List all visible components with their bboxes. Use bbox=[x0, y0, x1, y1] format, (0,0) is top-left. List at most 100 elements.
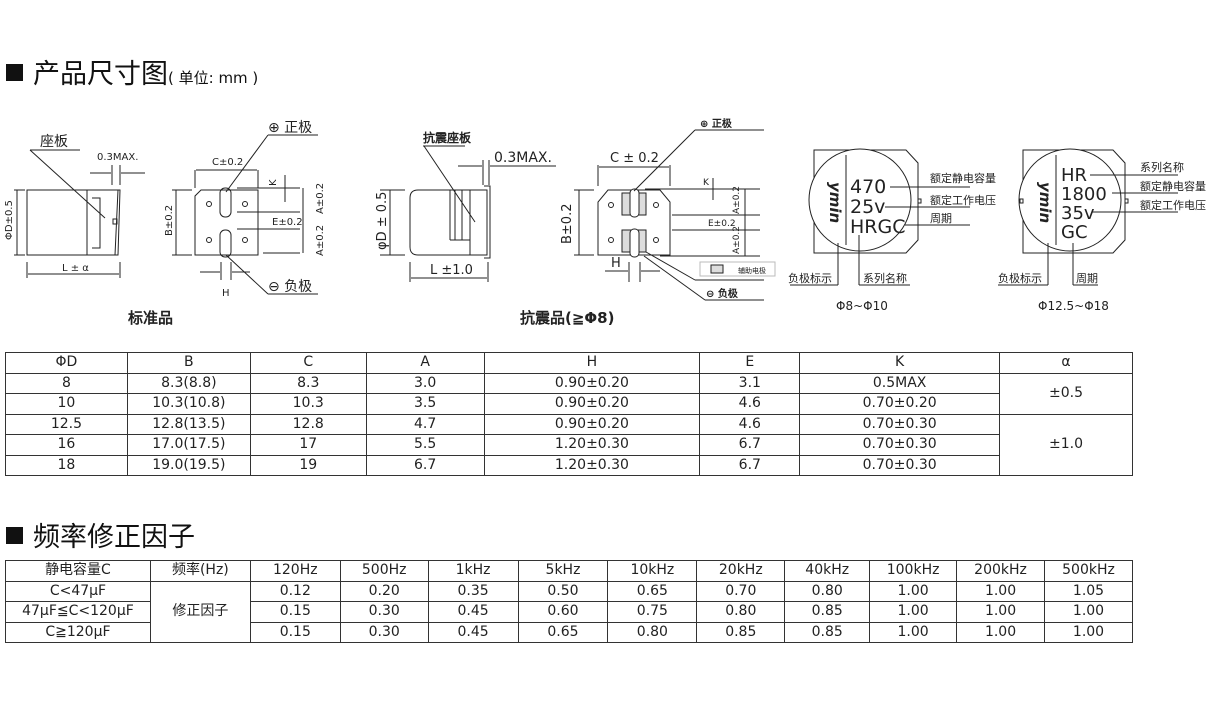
section-title-frequency: 频率修正因子 bbox=[6, 515, 195, 554]
factor-cell: 0.85 bbox=[784, 621, 871, 643]
standard-caption: 标准品 bbox=[127, 309, 173, 327]
factor-cell: 0.20 bbox=[339, 580, 429, 602]
label-series: 系列名称 bbox=[1140, 160, 1184, 174]
ymin-logo: ymin bbox=[826, 182, 844, 223]
factor-cell: 0.65 bbox=[517, 621, 609, 643]
column-header: 20kHz bbox=[696, 560, 786, 582]
factor-cell: 0.12 bbox=[249, 580, 341, 602]
k-label: K bbox=[268, 179, 279, 186]
label-negative-mark: 负极标示 bbox=[788, 271, 832, 285]
table-cell: 17 bbox=[249, 434, 367, 456]
label-capacitance: 额定静电容量 bbox=[1140, 179, 1206, 193]
section-title-dimensions: 产品尺寸图( 单位: mm ) bbox=[6, 52, 258, 91]
factor-cell: 1.00 bbox=[1043, 621, 1134, 643]
length-label: L ± α bbox=[62, 263, 89, 274]
alpha-cell: ±1.0 bbox=[999, 413, 1133, 476]
column-header: C bbox=[249, 352, 367, 374]
label-capacitance: 额定静电容量 bbox=[930, 171, 996, 185]
antivibration-c-label: C ± 0.2 bbox=[610, 151, 659, 166]
factor-cell: 0.85 bbox=[784, 601, 871, 623]
table-cell: 6.7 bbox=[365, 454, 485, 476]
label-series: 系列名称 bbox=[863, 271, 907, 285]
table-cell: 0.70±0.30 bbox=[799, 434, 1001, 456]
column-header: 5kHz bbox=[517, 560, 609, 582]
factor-cell: 0.45 bbox=[427, 601, 519, 623]
table-cell: 0.70±0.30 bbox=[799, 454, 1001, 476]
a-label-bottom: A±0.2 bbox=[315, 225, 326, 256]
factor-cell: 0.30 bbox=[339, 621, 429, 643]
capacitance-cell: C≧120μF bbox=[5, 621, 151, 643]
table-cell: 0.70±0.30 bbox=[799, 413, 1001, 435]
factor-cell: 1.00 bbox=[869, 601, 958, 623]
table-cell: 8 bbox=[5, 372, 128, 394]
factor-cell: 0.80 bbox=[607, 621, 698, 643]
table-cell: 18 bbox=[5, 454, 128, 476]
table-cell: 19 bbox=[249, 454, 367, 476]
h-label: H bbox=[222, 288, 230, 299]
table-cell: 16 bbox=[5, 434, 128, 456]
table-cell: 1.20±0.30 bbox=[483, 434, 701, 456]
factor-cell: 0.30 bbox=[339, 601, 429, 623]
marking-period: GC bbox=[1061, 222, 1088, 243]
column-header: α bbox=[999, 352, 1133, 374]
label-period: 周期 bbox=[1076, 272, 1098, 285]
marking-large-caption: Φ12.5~Φ18 bbox=[1038, 299, 1109, 313]
standard-front-view: C±0.2 B±0.2 A±0.2 A±0.2 E±0.2 K H ⊕ 正极 ⊖… bbox=[127, 120, 326, 327]
antivibration-a-label-bottom: A±0.2 bbox=[732, 226, 742, 254]
seat-label: 座板 bbox=[40, 134, 68, 150]
antivibration-caption: 抗震品(≧Φ8) bbox=[520, 309, 614, 327]
antivibration-e-label: E±0.2 bbox=[708, 219, 736, 229]
antivibration-diameter-label: φD ± 0.5 bbox=[375, 192, 390, 250]
table-cell: 5.5 bbox=[365, 434, 485, 456]
factor-cell: 0.80 bbox=[696, 601, 786, 623]
factor-cell: 0.80 bbox=[784, 580, 871, 602]
capacitance-cell: C<47μF bbox=[5, 580, 151, 602]
table-cell: 4.6 bbox=[699, 393, 801, 415]
table-cell: 3.0 bbox=[365, 372, 485, 394]
marking-series: HR bbox=[1061, 165, 1087, 186]
capacitance-cell: 47μF≦C<120μF bbox=[5, 601, 151, 623]
table-cell: 10.3 bbox=[249, 393, 367, 415]
factor-cell: 0.75 bbox=[607, 601, 698, 623]
table-cell: 10 bbox=[5, 393, 128, 415]
antivibration-side-view: 抗震座板 0.3MAX. φD ± 0.5 L ±1.0 bbox=[375, 130, 556, 282]
antivibration-k-label: K bbox=[703, 178, 710, 188]
column-header: 10kHz bbox=[607, 560, 698, 582]
positive-label: ⊕ 正极 bbox=[268, 120, 312, 136]
table-cell: 3.1 bbox=[699, 372, 801, 394]
antivibration-seat-label: 抗震座板 bbox=[423, 130, 472, 145]
table-cell: 17.0(17.5) bbox=[126, 434, 251, 456]
diameter-label: ΦD±0.5 bbox=[4, 200, 15, 240]
column-header: A bbox=[365, 352, 485, 374]
table-cell: 6.7 bbox=[699, 454, 801, 476]
section-title-text: 频率修正因子 bbox=[33, 522, 195, 553]
table-cell: 8.3(8.8) bbox=[126, 372, 251, 394]
marking-series: HRGC bbox=[850, 216, 905, 238]
antivibration-front-view: 辅助电极 C ± 0.2 B±0.2 A±0.2 A±0.2 E±0.2 K H… bbox=[520, 117, 776, 327]
column-header: K bbox=[799, 352, 1001, 374]
unit-label: ( 单位: mm ) bbox=[168, 69, 259, 87]
ymin-logo: ymin bbox=[1036, 182, 1054, 223]
alpha-cell: ±0.5 bbox=[999, 372, 1133, 415]
marking-voltage: 35v bbox=[1061, 203, 1095, 224]
table-cell: 4.7 bbox=[365, 413, 485, 435]
column-header: H bbox=[483, 352, 701, 374]
column-header: 100kHz bbox=[869, 560, 958, 582]
table-cell: 0.70±0.20 bbox=[799, 393, 1001, 415]
column-header: B bbox=[126, 352, 251, 374]
antivibration-max-label: 0.3MAX. bbox=[494, 150, 552, 166]
table-cell: 0.90±0.20 bbox=[483, 393, 701, 415]
table-cell: 0.90±0.20 bbox=[483, 413, 701, 435]
table-cell: 1.20±0.30 bbox=[483, 454, 701, 476]
table-cell: 12.5 bbox=[5, 413, 128, 435]
antivibration-a-label-top: A±0.2 bbox=[732, 186, 742, 214]
table-cell: 12.8 bbox=[249, 413, 367, 435]
e-label: E±0.2 bbox=[272, 217, 303, 228]
